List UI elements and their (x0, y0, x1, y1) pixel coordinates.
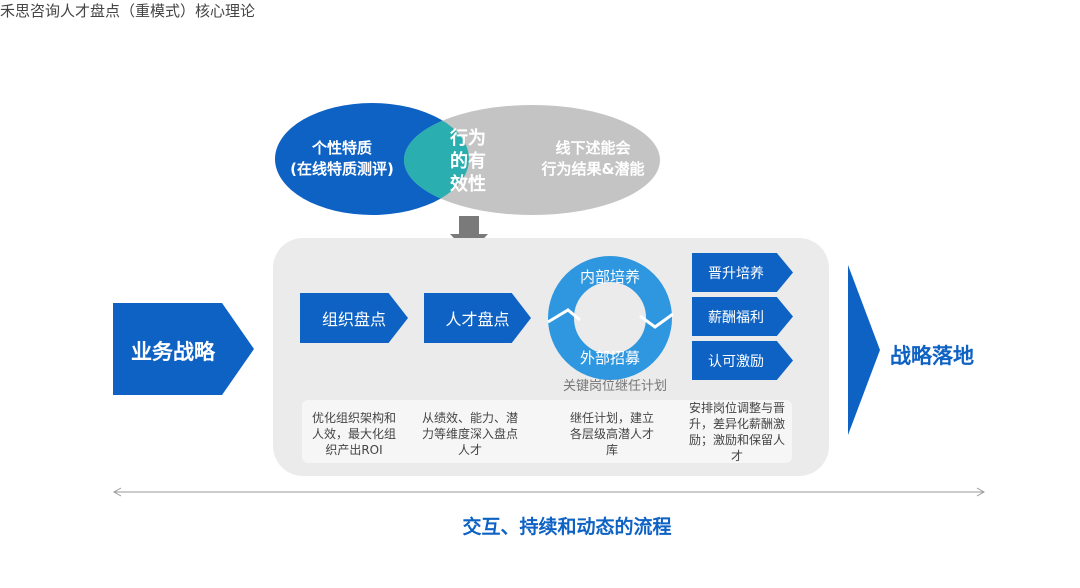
venn-left-label: 个性特质 (在线特质测评) (272, 138, 412, 180)
cycle-divider (547, 308, 581, 324)
down-arrow-icon (450, 216, 488, 254)
strategy-landing-arrow (848, 265, 880, 435)
cycle-bottom-label: 外部招募 (579, 349, 640, 367)
cycle-ring (548, 256, 672, 380)
description-succession: 继任计划，建立各层级高潜人才库 (569, 411, 654, 457)
footer-label: 交互、持续和动态的流程 (462, 516, 672, 538)
venn-right-line: 行为结果&潜能 (541, 160, 645, 178)
venn-center-line: 效性 (450, 174, 486, 195)
venn-center-line: 的有 (450, 151, 486, 172)
business-strategy-arrow (113, 303, 254, 395)
venn-left-line: 个性特质 (311, 139, 372, 157)
step-talent-review: 人才盘点 (424, 293, 531, 343)
venn-center-line: 行为 (450, 128, 486, 149)
cycle-divider (639, 312, 674, 329)
arrow-right-icon (976, 487, 986, 497)
venn-right-label: 线下述能会行为结果&潜能 (528, 138, 658, 180)
description-org: 优化组织架构和人效，最大化组织产出ROI (311, 411, 396, 457)
venn-right-line: 线下述能会 (555, 139, 631, 157)
strategy-landing-label: 战略落地 (890, 344, 974, 368)
cycle-top-label: 内部培养 (579, 268, 640, 286)
business-strategy-label: 业务战略 (131, 340, 215, 364)
venn-center-label: 行为的有效性 (428, 127, 508, 196)
action-recognition: 认可激励 (692, 341, 793, 380)
page-title: 禾思咨询人才盘点（重模式）核心理论 (0, 2, 256, 20)
venn-right-ellipse (404, 105, 660, 215)
action-promotion: 晋升培养 (692, 253, 793, 292)
arrow-left-icon (112, 487, 122, 497)
action-compensation: 薪酬福利 (692, 297, 793, 336)
step-org-review: 组织盘点 (300, 293, 408, 343)
description-talent: 从绩效、能力、潜力等维度深入盘点人才 (421, 411, 518, 457)
description-box (302, 400, 792, 463)
venn-left-line: (在线特质测评) (290, 160, 394, 178)
description-actions: 安排岗位调整与晋升，差异化薪酬激励；激励和保留人才 (688, 401, 785, 463)
cycle-caption: 关键岗位继任计划 (562, 379, 667, 394)
